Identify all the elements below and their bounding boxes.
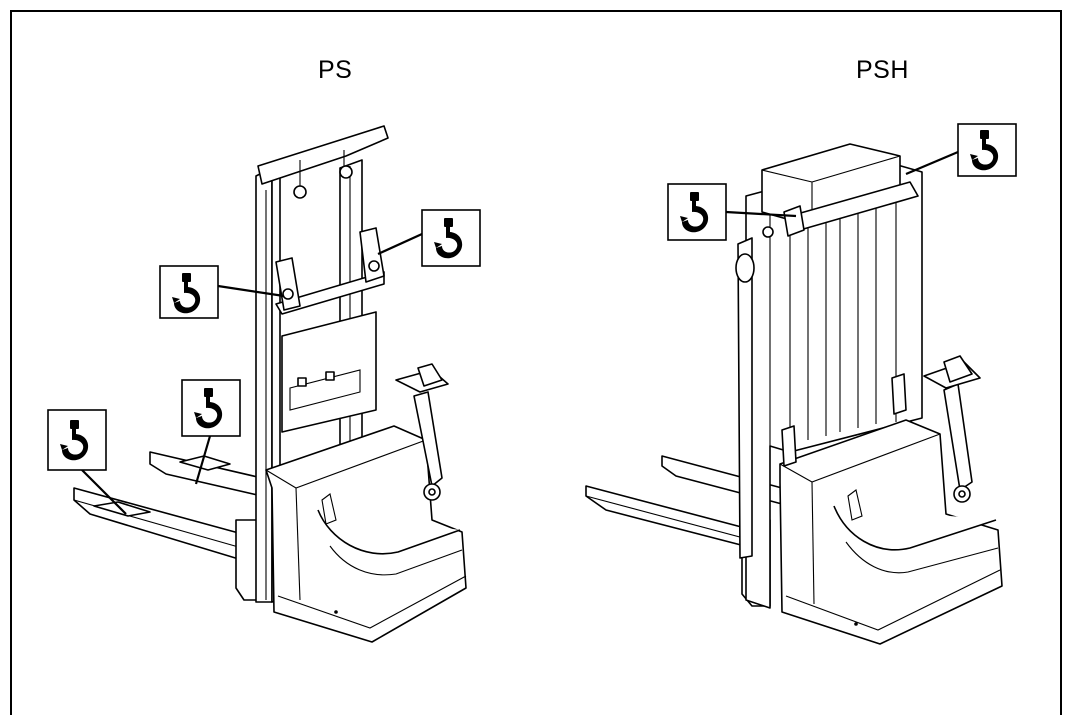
ps-mast-left: [255, 167, 273, 603]
ps-tiller-arm: [413, 391, 443, 487]
psh-stacker: [585, 143, 1003, 645]
model-label-psh: PSH: [856, 56, 909, 84]
psh-hook-right: [905, 123, 1017, 177]
ps-hook-fork-front: [47, 409, 127, 515]
ps-fork-front: [73, 487, 249, 561]
ps-hook-top: [159, 265, 285, 319]
ps-lift-frame: [275, 271, 385, 315]
psh-tiller-arm: [943, 383, 973, 491]
ps-hook-side: [377, 209, 481, 267]
ps-stacker: [73, 125, 467, 643]
ps-fork-plate-rear: [179, 455, 231, 471]
psh-hook-left: [667, 183, 797, 241]
psh-fork-front: [585, 485, 769, 553]
ps-hook-fork-rear: [181, 379, 241, 485]
ps-mast-top: [257, 125, 389, 185]
ps-fork-rear: [149, 451, 263, 497]
model-label-ps: PS: [318, 56, 353, 84]
figure-frame: [10, 10, 1062, 715]
